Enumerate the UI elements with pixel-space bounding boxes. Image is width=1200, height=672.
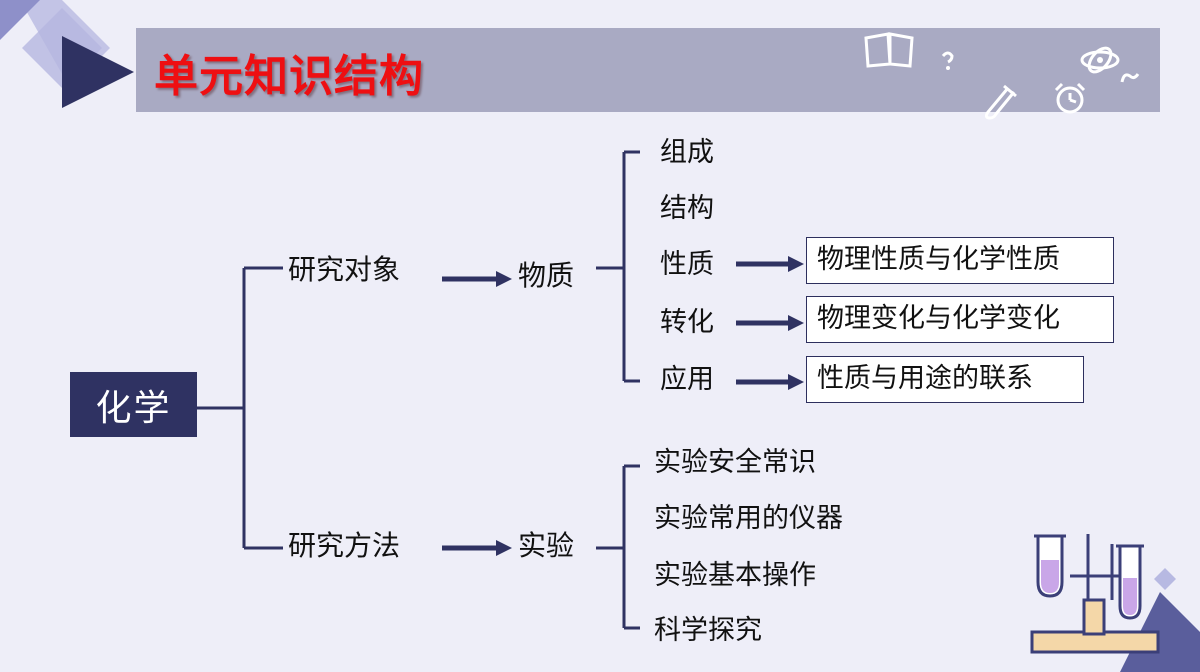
branch-label-research-method: 研究方法 — [288, 529, 401, 562]
list-item: 应用 — [660, 364, 714, 395]
title-bar — [136, 28, 1160, 112]
play-triangle-icon — [62, 36, 134, 108]
list-item: 组成 — [660, 137, 714, 168]
branch-label-research-object: 研究对象 — [288, 253, 401, 286]
page-title: 单元知识结构 — [154, 51, 424, 102]
branch-target-substance: 物质 — [518, 259, 575, 292]
atom-icon — [1080, 46, 1120, 74]
list-item: 转化 — [660, 307, 714, 338]
swirl-icon — [1120, 73, 1140, 83]
corner-diamond-mid — [0, 0, 40, 40]
corner-diamond-bottom-light — [1154, 568, 1176, 590]
list-item: 实验基本操作 — [654, 560, 816, 591]
test-tube-icon — [984, 84, 1017, 120]
branch-target-experiment: 实验 — [518, 529, 575, 562]
detail-box: 物理变化与化学变化 — [806, 296, 1114, 343]
question-mark-icon — [941, 51, 954, 70]
detail-box: 物理性质与化学性质 — [806, 237, 1114, 284]
detail-box: 性质与用途的联系 — [806, 356, 1084, 403]
list-item: 性质 — [660, 249, 714, 280]
alarm-clock-icon — [1054, 82, 1086, 114]
list-item: 实验安全常识 — [654, 447, 816, 478]
lab-glassware-icon — [1030, 534, 1160, 654]
list-item: 实验常用的仪器 — [654, 503, 843, 534]
root-node: 化学 — [70, 372, 197, 437]
list-item: 科学探究 — [654, 615, 762, 646]
list-item: 结构 — [660, 193, 714, 224]
open-book-icon — [864, 32, 914, 68]
